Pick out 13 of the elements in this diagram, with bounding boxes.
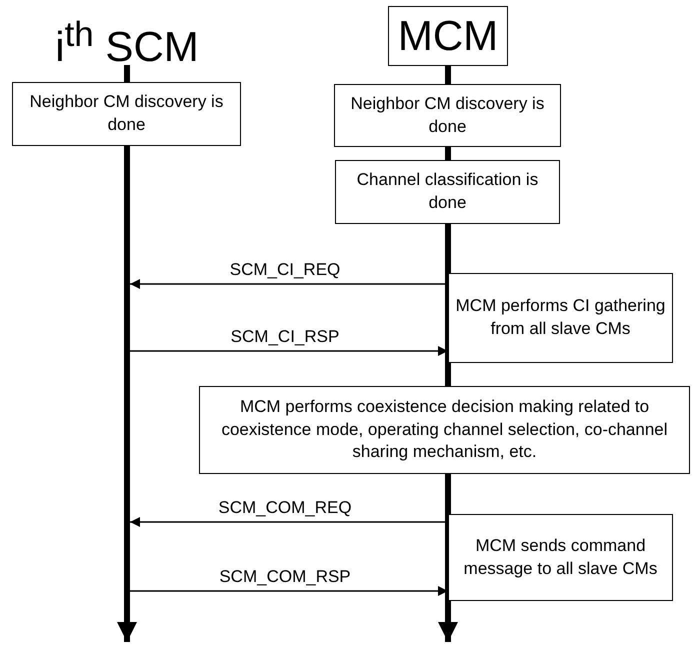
- process-box: MCM sends command message to all slave CMs: [448, 514, 673, 601]
- lifeline-heading: i$^{th}$ SCM: [47, 12, 207, 65]
- participant-box: MCM: [388, 6, 508, 66]
- process-box: Neighbor CM discovery is done: [12, 82, 241, 146]
- process-box: Neighbor CM discovery is done: [334, 84, 561, 147]
- message-arrow: [130, 279, 448, 289]
- process-box: MCM performs CI gathering from all slave CMs: [448, 273, 673, 363]
- message-arrow: [130, 586, 448, 596]
- process-box: Channel classification is done: [335, 160, 560, 224]
- lifeline-arrow: [117, 65, 137, 642]
- process-box: MCM performs coexistence decision making related to coexistence mode, operating channel selection, co-channel sharing mechanism, etc.: [199, 386, 690, 474]
- message-arrow: [130, 517, 448, 527]
- message-arrow: [130, 346, 448, 356]
